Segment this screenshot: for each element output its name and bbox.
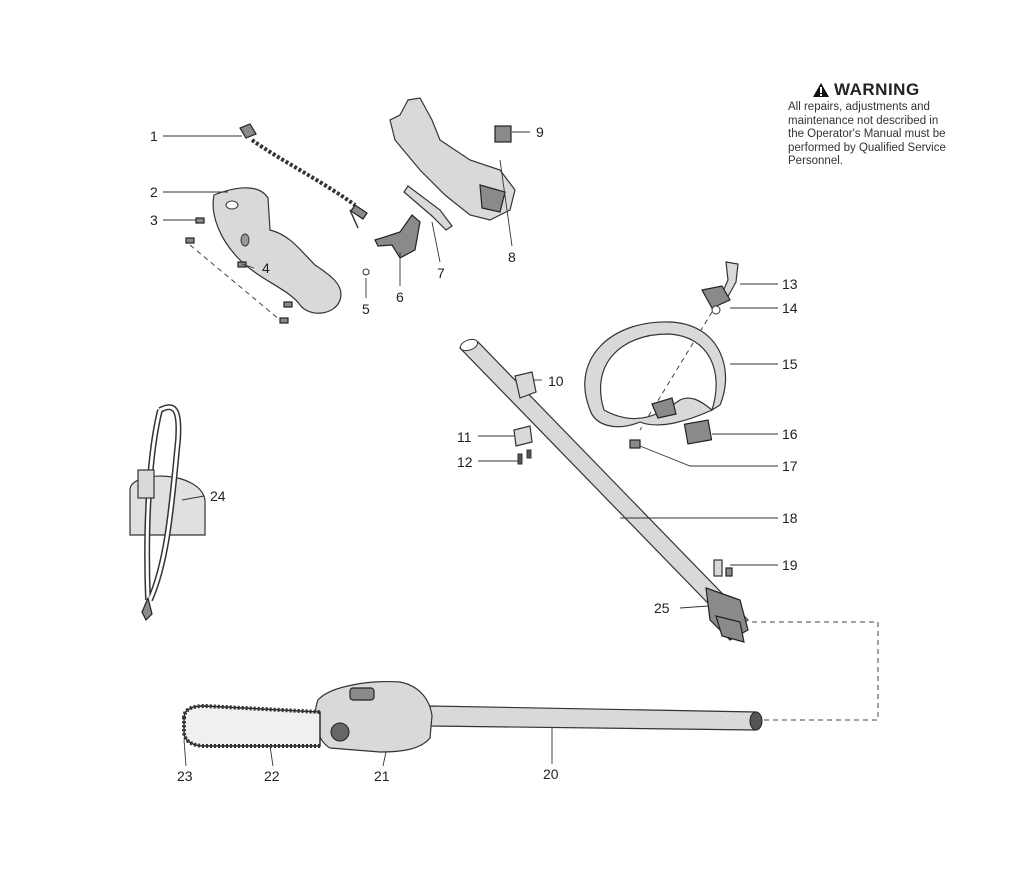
callout-12: 12: [457, 454, 473, 470]
part-17-nut: [629, 439, 641, 449]
part-11-clamp: [513, 425, 533, 447]
part-5-nut: [362, 268, 370, 276]
callout-6: 6: [396, 289, 404, 305]
callout-7: 7: [437, 265, 445, 281]
callout-23: 23: [177, 768, 193, 784]
callout-1: 1: [150, 128, 158, 144]
callout-10: 10: [548, 373, 564, 389]
callout-3: 3: [150, 212, 158, 228]
part-21-saw-head: [314, 681, 433, 753]
part-14-clamp: [701, 285, 731, 315]
part-10-shaft-clip: [514, 371, 537, 399]
part-12-screw: [517, 449, 532, 465]
warning-text: All repairs, adjustments and maintenance…: [788, 101, 946, 167]
part-20-lower-shaft: [429, 705, 763, 731]
warning-box: WARNING All repairs, adjustments and mai…: [788, 80, 988, 169]
callout-21: 21: [374, 768, 390, 784]
part-25-coupler: [705, 587, 749, 643]
callout-22: 22: [264, 768, 280, 784]
part-1-throttle-cable: [239, 123, 368, 229]
part-8-handle-half: [389, 97, 516, 221]
callout-5: 5: [362, 301, 370, 317]
callout-14: 14: [782, 300, 798, 316]
part-3-screw: [185, 217, 205, 244]
callout-8: 8: [508, 249, 516, 265]
callout-19: 19: [782, 557, 798, 573]
callout-24: 24: [210, 488, 226, 504]
callout-16: 16: [782, 426, 798, 442]
part-9-switch: [494, 125, 512, 143]
part-7-lockout-lever: [403, 185, 453, 231]
callout-17: 17: [782, 458, 798, 474]
warning-triangle-icon: [813, 83, 829, 97]
callout-numbers: 1 2 3 4 5 6 7 8 9 10 11 12 13 14 15 16 1…: [150, 124, 798, 784]
leader-lines: [163, 131, 778, 767]
part-6-trigger: [374, 214, 421, 259]
callout-18: 18: [782, 510, 798, 526]
callout-13: 13: [782, 276, 798, 292]
part-24-harness: [129, 404, 206, 622]
callout-4: 4: [262, 260, 270, 276]
callout-20: 20: [543, 766, 559, 782]
callout-15: 15: [782, 356, 798, 372]
callout-9: 9: [536, 124, 544, 140]
warning-title: WARNING: [812, 80, 988, 100]
part-19-pins: [713, 559, 733, 577]
part-4-screw: [237, 261, 293, 324]
part-2-handle-housing: [212, 187, 342, 314]
part-15-loop-handle: [584, 321, 727, 428]
callout-2: 2: [150, 184, 158, 200]
part-16-clamp-block: [683, 419, 713, 445]
warning-title-text: WARNING: [834, 80, 920, 99]
callout-11: 11: [457, 429, 472, 445]
part-18-upper-shaft: [458, 338, 749, 631]
callout-25: 25: [654, 600, 670, 616]
